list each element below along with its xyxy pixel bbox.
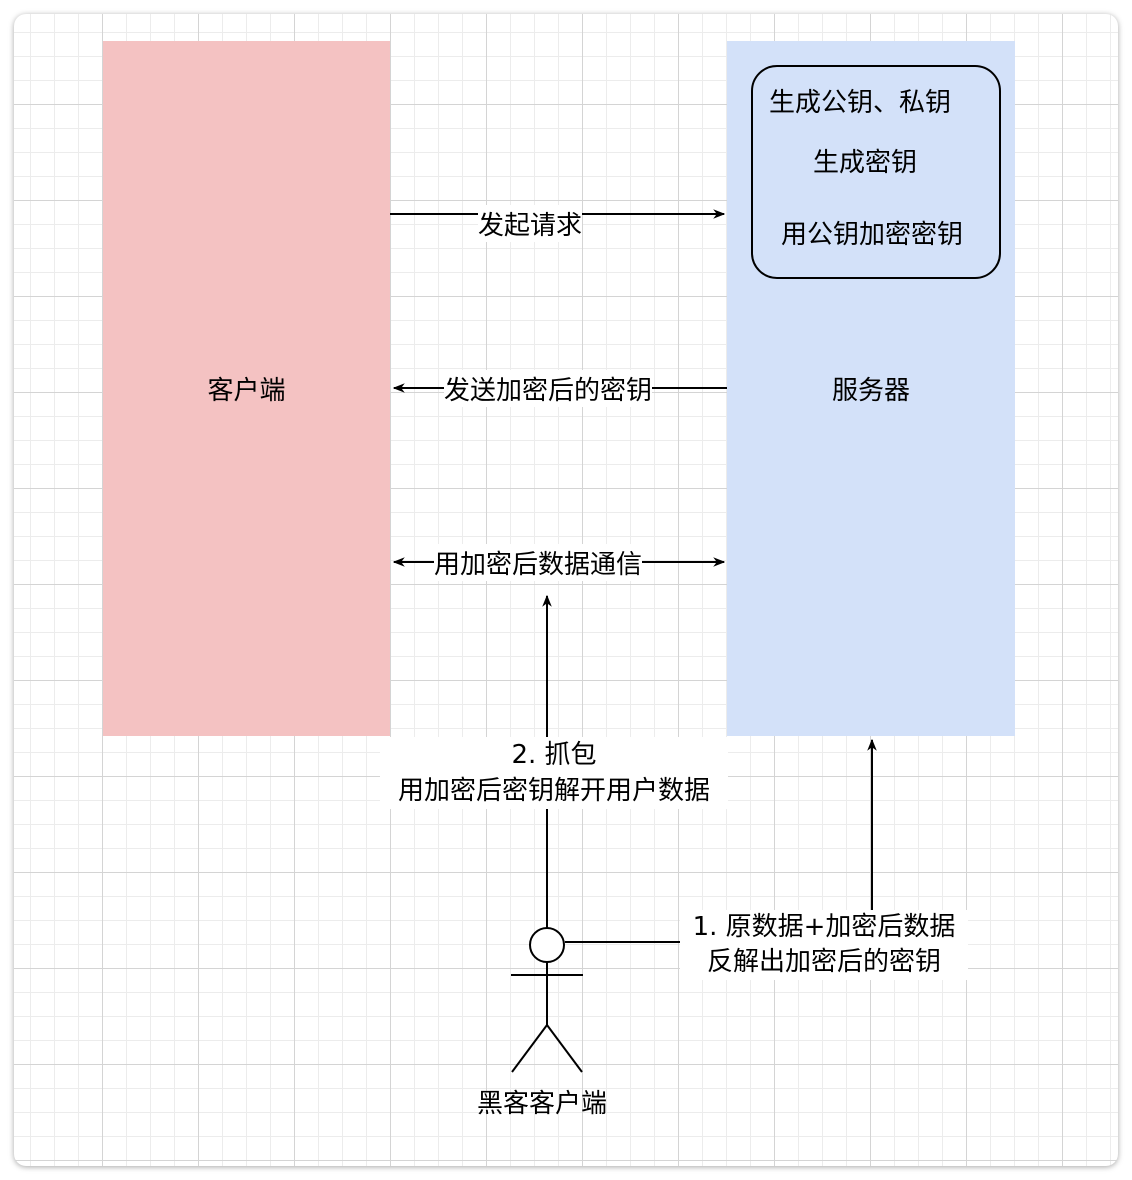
request-label: 发起请求 — [478, 205, 583, 242]
raw-data-label-line2: 反解出加密后的密钥 — [706, 947, 941, 977]
send-key-label: 发送加密后的密钥 — [444, 370, 653, 407]
server-step-encrypt-key: 用公钥加密密钥 — [781, 220, 964, 250]
capture-label-line2: 用加密后密钥解开用户数据 — [397, 776, 710, 806]
capture-label: 2. 抓包 用加密后密钥解开用户数据 — [380, 737, 728, 809]
capture-label-line1: 2. 抓包 — [511, 740, 597, 770]
server-step-generate-keypair: 生成公钥、私钥 — [769, 88, 952, 118]
stick-figure-actor-icon — [511, 927, 583, 1073]
server-step-generate-key: 生成密钥 — [813, 148, 918, 178]
raw-data-label: 1. 原数据+加密后数据 反解出加密后的密钥 — [680, 910, 968, 980]
communicate-label: 用加密后数据通信 — [434, 544, 643, 581]
raw-data-label-line1: 1. 原数据+加密后数据 — [692, 912, 956, 942]
server-steps-box[interactable] — [751, 65, 1001, 279]
server-box[interactable]: 服务器 — [727, 41, 1015, 736]
hacker-label: 黑客客户端 — [477, 1089, 608, 1119]
client-label: 客户端 — [207, 376, 286, 406]
client-box[interactable]: 客户端 — [103, 41, 390, 736]
server-label: 服务器 — [831, 376, 910, 406]
